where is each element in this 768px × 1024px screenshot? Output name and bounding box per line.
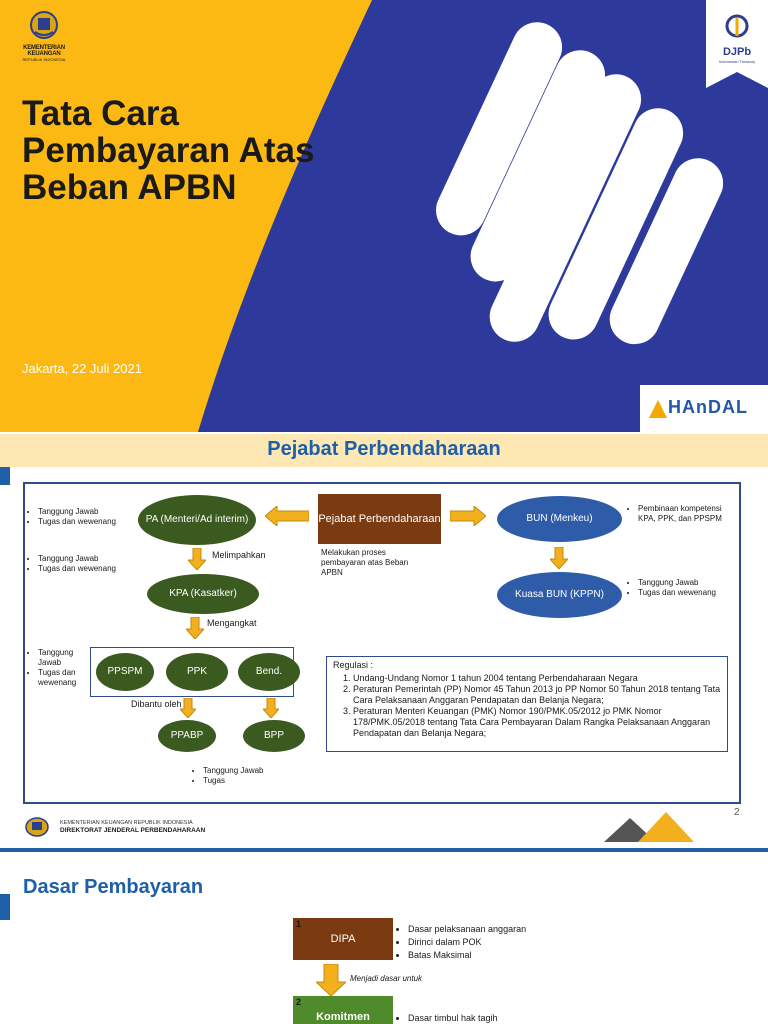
kuasa-bun-node: Kuasa BUN (KPPN) [497, 572, 622, 618]
dasar-slide: Dasar Pembayaran 1 DIPA Dasar pelaksanaa… [0, 860, 768, 1024]
handal-mark-icon [649, 400, 667, 418]
bottom-notes: Tanggung Jawab Tugas [193, 766, 264, 786]
slide-header: Pejabat Perbendaharaan [0, 434, 768, 467]
title-slide-background [0, 0, 768, 432]
pa-notes: Tanggung Jawab Tugas dan wewenang [28, 507, 116, 527]
note-item: Pembinaan kompetensi KPA, PPK, dan PPSPM [638, 504, 736, 524]
org-subname: REPUBLIK INDONESIA [22, 57, 66, 62]
arrow-down-icon [263, 698, 279, 718]
kemenkeu-logo: KEMENTERIAN KEUANGAN REPUBLIK INDONESIA [8, 10, 80, 62]
org-name: KEMENTERIAN KEUANGAN [23, 45, 65, 57]
footer-org-line1: KEMENTERIAN KEUANGAN REPUBLIK INDONESIA [60, 820, 193, 826]
bottom-bar [0, 848, 768, 852]
accent-strip [0, 894, 10, 920]
handal-logo: HAnDAL [640, 385, 768, 432]
kuasa-bun-notes: Tanggung Jawab Tugas dan wewenang [628, 578, 716, 598]
dipa-notes: Dasar pelaksanaan anggaran Dirinci dalam… [398, 923, 526, 962]
note-item: Dasar pelaksanaan anggaran [408, 923, 526, 936]
ppspm-node: PPSPM [96, 653, 154, 691]
note-item: Dasar timbul hak tagih [408, 1013, 498, 1023]
arrow-label: Menjadi dasar untuk [350, 974, 423, 983]
djpb-logo-subtext: Indonesian Treasury [719, 59, 755, 64]
arrow-down-icon [188, 548, 206, 570]
arrow-down-icon [180, 698, 196, 718]
note-item: Tanggung Jawab [38, 507, 116, 517]
step-number: 1 [296, 919, 302, 929]
djpb-logo-text: DJPb [723, 46, 751, 58]
regulasi-item: Peraturan Menteri Keuangan (PMK) Nomor 1… [353, 706, 721, 739]
slide-footer: KEMENTERIAN KEUANGAN REPUBLIK INDONESIA … [0, 812, 768, 852]
kemenkeu-emblem-icon [25, 817, 49, 837]
pejabat-description: Melakukan proses pembayaran atas Beban A… [321, 548, 409, 577]
melimpahkan-label: Melimpahkan [212, 550, 266, 560]
bpp-node: BPP [243, 720, 305, 752]
mengangkat-label: Mengangkat [207, 618, 257, 628]
group-notes: Tanggung Jawab Tugas dan wewenang [28, 648, 88, 688]
ppk-node: PPK [166, 653, 228, 691]
pejabat-box: Pejabat Perbendaharaan [318, 494, 441, 544]
diagram-frame [23, 482, 741, 804]
regulasi-item: Undang-Undang Nomor 1 tahun 2004 tentang… [353, 673, 721, 684]
note-item: Dirinci dalam POK [408, 936, 526, 949]
kemenkeu-emblem-icon [30, 11, 58, 39]
note-item: Tugas dan wewenang [38, 668, 88, 688]
note-item: Tugas dan wewenang [38, 564, 116, 574]
komitmen-notes: Dasar timbul hak tagih [398, 1013, 498, 1023]
note-item: Tugas dan wewenang [638, 588, 716, 598]
footer-decoration [604, 812, 694, 842]
note-item: Tanggung Jawab [203, 766, 264, 776]
accent-strip [0, 467, 10, 485]
step-label: Komitmen [316, 1011, 370, 1023]
regulasi-item: Peraturan Pemerintah (PP) Nomor 45 Tahun… [353, 684, 721, 706]
step-number: 2 [296, 997, 302, 1007]
note-item: Batas Maksimal [408, 949, 526, 962]
kpa-node: KPA (Kasatker) [147, 574, 259, 614]
regulasi-box: Regulasi : Undang-Undang Nomor 1 tahun 2… [326, 656, 728, 752]
note-item: Tanggung Jawab [638, 578, 716, 588]
step-dipa: 1 DIPA [293, 918, 393, 960]
arrow-down-icon [316, 964, 346, 996]
note-item: Tanggung Jawab [38, 554, 116, 564]
arrow-down-icon [550, 547, 568, 569]
note-item: Tugas dan wewenang [38, 517, 116, 527]
note-item: Tugas [203, 776, 264, 786]
slide-date: Jakarta, 22 Juli 2021 [22, 361, 142, 376]
bun-notes: Pembinaan kompetensi KPA, PPK, dan PPSPM [628, 504, 736, 524]
slide-heading: Pejabat Perbendaharaan [267, 438, 501, 460]
arrow-left-icon [265, 506, 309, 526]
step-label: DIPA [330, 933, 356, 945]
arrow-down-icon [186, 617, 204, 639]
ppabp-node: PPABP [158, 720, 216, 752]
footer-org-line2: DIREKTORAT JENDERAL PERBENDAHARAAN [60, 827, 206, 834]
step-komitmen: 2 Komitmen [293, 996, 393, 1024]
bun-node: BUN (Menkeu) [497, 496, 622, 542]
dibantu-label: Dibantu oleh [131, 699, 182, 709]
regulasi-title: Regulasi : [333, 660, 374, 670]
pa-node: PA (Menteri/Ad interim) [138, 495, 256, 545]
arrow-right-icon [450, 506, 486, 526]
slide-title: Tata Cara Pembayaran Atas Beban APBN [22, 94, 315, 207]
slide-heading: Dasar Pembayaran [23, 876, 204, 898]
note-item: Tanggung Jawab [38, 648, 88, 668]
handal-logo-text: HAnDAL [668, 397, 748, 417]
pejabat-slide: Pejabat Perbendaharaan Tanggung Jawab Tu… [0, 434, 768, 852]
bend-node: Bend. [238, 653, 300, 691]
title-slide: KEMENTERIAN KEUANGAN REPUBLIK INDONESIA … [0, 0, 768, 432]
page-number: 2 [734, 807, 740, 818]
kpa-notes: Tanggung Jawab Tugas dan wewenang [28, 554, 116, 574]
djpb-logo: DJPb Indonesian Treasury [706, 0, 768, 88]
